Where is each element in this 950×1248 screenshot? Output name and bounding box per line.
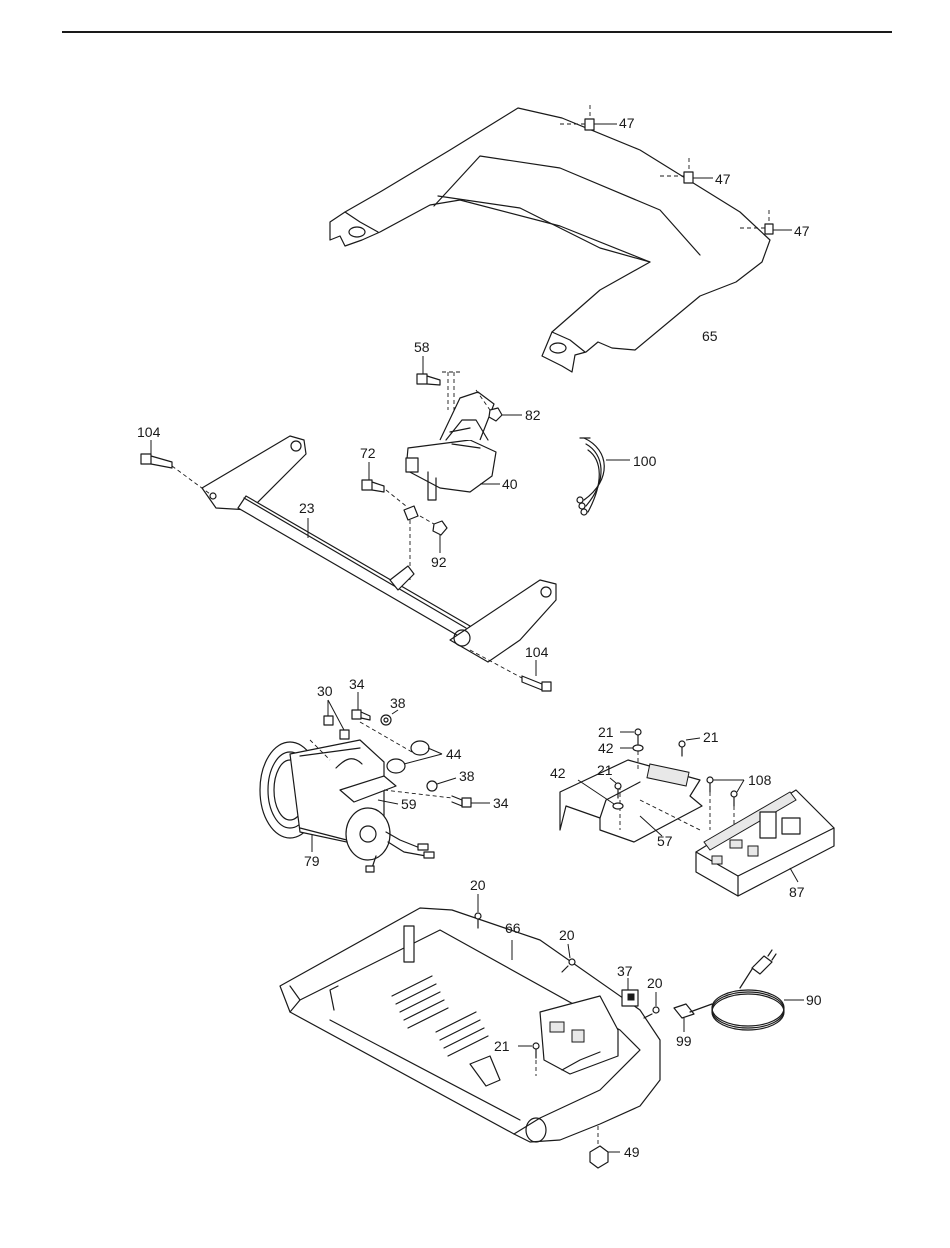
crossbar-part-23 [202, 436, 556, 662]
callout-34-a: 34 [349, 676, 365, 692]
callout-40: 40 [502, 476, 518, 492]
callout-90: 90 [806, 992, 822, 1008]
callout-49: 49 [624, 1144, 640, 1160]
callout-47-a: 47 [619, 115, 635, 131]
callout-79: 79 [304, 853, 320, 869]
base-tray-part-66 [280, 908, 660, 1142]
callout-21-c: 21 [597, 762, 613, 778]
callout-20-b: 20 [559, 927, 575, 943]
callout-20-a: 20 [470, 877, 486, 893]
receptacle-part-99 [674, 1004, 694, 1032]
callout-100: 100 [633, 453, 657, 469]
callout-72: 72 [360, 445, 376, 461]
callout-30: 30 [317, 683, 333, 699]
callout-82: 82 [525, 407, 541, 423]
callout-21-a: 21 [598, 724, 614, 740]
washer-part-38-bottom [427, 778, 456, 791]
callout-47-b: 47 [715, 171, 731, 187]
bolt-part-34-bottom [384, 790, 490, 807]
callout-104-a: 104 [137, 424, 161, 440]
spacer-part-44 [387, 741, 442, 773]
controller-bracket-part-57 [560, 760, 702, 842]
washer-part-42-a [620, 745, 643, 751]
callout-23: 23 [299, 500, 315, 516]
bolt-part-58 [417, 356, 462, 410]
callout-21-d: 21 [494, 1038, 510, 1054]
callout-59: 59 [401, 796, 417, 812]
controller-board-part-87 [696, 790, 834, 896]
callout-47-c: 47 [794, 223, 810, 239]
screw-part-20-c [644, 992, 659, 1018]
callout-58: 58 [414, 339, 430, 355]
callout-38-b: 38 [459, 768, 475, 784]
callout-38-a: 38 [390, 695, 406, 711]
callout-21-b: 21 [703, 729, 719, 745]
incline-motor-part-40 [404, 392, 500, 582]
callout-87: 87 [789, 884, 805, 900]
callout-65: 65 [702, 328, 718, 344]
nut-part-92 [420, 516, 447, 553]
foot-part-49 [590, 1126, 620, 1168]
washer-part-38-top [381, 710, 398, 725]
callout-92: 92 [431, 554, 447, 570]
bolt-part-104-left [141, 440, 210, 494]
switch-part-37 [622, 978, 638, 1006]
callout-42-b: 42 [550, 765, 566, 781]
callout-104-b: 104 [525, 644, 549, 660]
power-cord-part-90 [690, 950, 804, 1030]
callout-57: 57 [657, 833, 673, 849]
bolt-part-72 [362, 462, 406, 506]
callout-42-a: 42 [598, 740, 614, 756]
callout-20-c: 20 [647, 975, 663, 991]
callout-99: 99 [676, 1033, 692, 1049]
screw-part-21-b [679, 738, 700, 756]
callout-66: 66 [505, 920, 521, 936]
wire-harness-part-100 [577, 438, 630, 515]
callout-34-b: 34 [493, 795, 509, 811]
callout-37: 37 [617, 963, 633, 979]
callout-44: 44 [446, 746, 462, 762]
callout-108: 108 [748, 772, 772, 788]
